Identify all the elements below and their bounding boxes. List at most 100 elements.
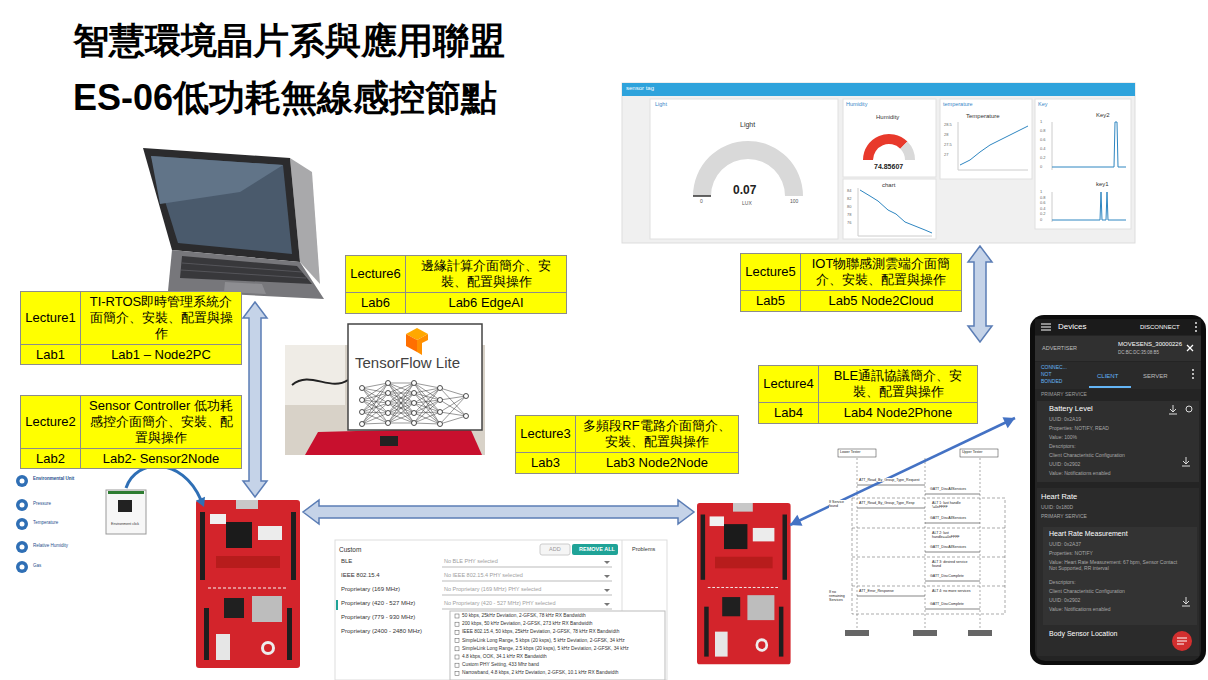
- lab-number: Lab3: [516, 453, 576, 473]
- sensor-icon-text: Environmental Unit: [33, 476, 74, 481]
- network-link: [362, 413, 388, 424]
- rf-studio-screenshot-part: [442, 581, 612, 582]
- lecture-lab-box: Lecture5IOT物聯感測雲端介面簡介、安裝、配置與操作Lab5Lab5 N…: [740, 253, 962, 312]
- dashboard-text: sensor tag: [626, 85, 654, 92]
- lab-name: Lab6 EdgeAI: [406, 293, 566, 313]
- double-block-arrow: [243, 302, 267, 497]
- dashboard-text: Light: [740, 121, 755, 129]
- arrow-head: [790, 515, 803, 526]
- network-neuron: [412, 421, 417, 426]
- phone-screenshot-part: [1037, 401, 1199, 482]
- phone-app-text: UUID: 0x2A37: [1049, 542, 1081, 548]
- phone-app-text: CLIENT: [1097, 373, 1118, 380]
- network-neuron: [464, 414, 469, 419]
- phone-app-text: Heart Rate: [1041, 493, 1077, 502]
- sequence-diagram-part: [925, 523, 980, 524]
- rf-studio-text: IEEE 802.15.4, 50 kbps, 25kHz Deviation,…: [462, 629, 619, 635]
- rf-studio-screenshot-part: [604, 603, 610, 606]
- rf-studio-text: Custom: [339, 546, 361, 553]
- network-link: [362, 412, 388, 413]
- rf-studio-screenshot-part: [604, 561, 610, 564]
- dashboard-screenshot-part: [843, 179, 936, 239]
- dashboard-text: 0.2: [1040, 212, 1046, 217]
- rf-studio-screenshot-part: [442, 609, 612, 610]
- phone-screenshot-part: [1177, 638, 1187, 639]
- sequence-diagram-text: ALT 1: last handle !=0xFFFF: [932, 501, 972, 509]
- environment-sensor-icons-part: [106, 490, 146, 534]
- rf-studio-screenshot-part: [450, 611, 665, 680]
- phone-screenshot-part: [1187, 345, 1193, 351]
- network-link: [388, 383, 414, 393]
- board-photo-part: [305, 428, 482, 455]
- sensor-icon-text: Temperature: [33, 520, 58, 525]
- network-link: [362, 403, 388, 412]
- network-link: [440, 412, 466, 416]
- rf-studio-text: 200 kbps, 50 kHz Deviation, 2-GFSK, 273 …: [462, 621, 592, 627]
- dashboard-screenshot-part: [622, 83, 1135, 96]
- lecture-topic: IOT物聯感測雲端介面簡介、安裝、配置與操作: [801, 254, 961, 291]
- dashboard-text: 1: [1040, 120, 1042, 125]
- lecture-lab-box: Lecture1TI-RTOS即時管理系統介面簡介、安裝、配置與操作Lab1La…: [20, 291, 242, 365]
- rf-studio-text: SimpleLink Long Range, 2.5 kbps (20 ksps…: [462, 646, 629, 652]
- sequence-diagram-text: GATT_DiscAllServices: [930, 516, 966, 520]
- launchpad-board: [697, 503, 791, 664]
- network-link: [388, 393, 414, 423]
- dashboard-text: 100: [790, 199, 798, 205]
- sequence-diagram-text: GATT_DiscComplete: [930, 602, 964, 606]
- network-link: [414, 393, 440, 400]
- phone-app-text: Properties: NOTIFY: [1049, 551, 1093, 557]
- sequence-diagram-part: [925, 609, 980, 610]
- phone-screenshot-part: [1195, 330, 1197, 332]
- network-link: [388, 403, 414, 423]
- network-link: [388, 413, 414, 423]
- sequence-diagram-text: If no remaining Services: [829, 590, 851, 602]
- network-neuron: [386, 381, 391, 386]
- phone-screenshot-part: [1177, 644, 1184, 645]
- phone-app-text: Body Sensor Location: [1049, 630, 1118, 638]
- network-link: [414, 412, 440, 423]
- dashboard-text: 82: [847, 197, 851, 202]
- environment-sensor-icons-part: [16, 561, 28, 573]
- dashboard-screenshot-part: [958, 170, 1028, 171]
- lecture-topic: TI-RTOS即時管理系統介面簡介、安裝、配置與操作: [81, 292, 241, 345]
- sensor-icon-text: Environment click: [111, 522, 139, 526]
- rf-studio-screenshot-part: [442, 567, 612, 568]
- rf-studio-screenshot-part: [604, 589, 610, 592]
- network-link: [414, 412, 440, 413]
- phone-screenshot-part: [1169, 405, 1177, 414]
- dashboard-text: 0.2: [1040, 156, 1046, 161]
- launchpad-left: [196, 500, 300, 668]
- phone-app-text: SERVER: [1143, 373, 1168, 380]
- network-neuron: [386, 391, 391, 396]
- network-link: [362, 393, 388, 424]
- lecture-topic: 多頻段RF電路介面簡介、安裝、配置與操作: [576, 416, 738, 453]
- launchpad-right: [697, 503, 791, 664]
- network-link: [414, 403, 440, 412]
- network-neuron: [360, 398, 365, 403]
- dashboard-text: temperature: [943, 101, 973, 107]
- sequence-diagram-part: [828, 446, 1012, 642]
- phone-app-text: Client Characteristic Configuration: [1049, 589, 1125, 595]
- sequence-diagram-part: [960, 449, 998, 457]
- checkbox-icons: [455, 614, 459, 675]
- checkbox-icon: [455, 663, 459, 667]
- network-neuron: [386, 411, 391, 416]
- network-link: [388, 383, 414, 413]
- phone-app-text: Value: Notifications enabled: [1049, 607, 1111, 613]
- launchpad-board: [196, 500, 300, 668]
- phone-screenshot-part: [1187, 345, 1193, 351]
- dashboard-text: Light: [655, 101, 667, 107]
- double-block-arrow: [968, 246, 992, 342]
- rf-studio-screenshot: [335, 540, 667, 680]
- network-link: [362, 403, 388, 424]
- dashboard-text: 78: [847, 213, 851, 218]
- dashboard-screenshot: [622, 83, 1135, 243]
- phone-screenshot-part: [1037, 488, 1199, 656]
- network-neuron: [438, 410, 443, 415]
- network-link: [388, 383, 414, 403]
- environment-sensor-icons-part: [20, 522, 25, 527]
- environment-sensor-icons: [16, 466, 205, 573]
- sequence-diagram: [828, 446, 1012, 642]
- phone-screenshot-part: [1041, 330, 1051, 331]
- rf-studio-text: ADD: [549, 546, 561, 552]
